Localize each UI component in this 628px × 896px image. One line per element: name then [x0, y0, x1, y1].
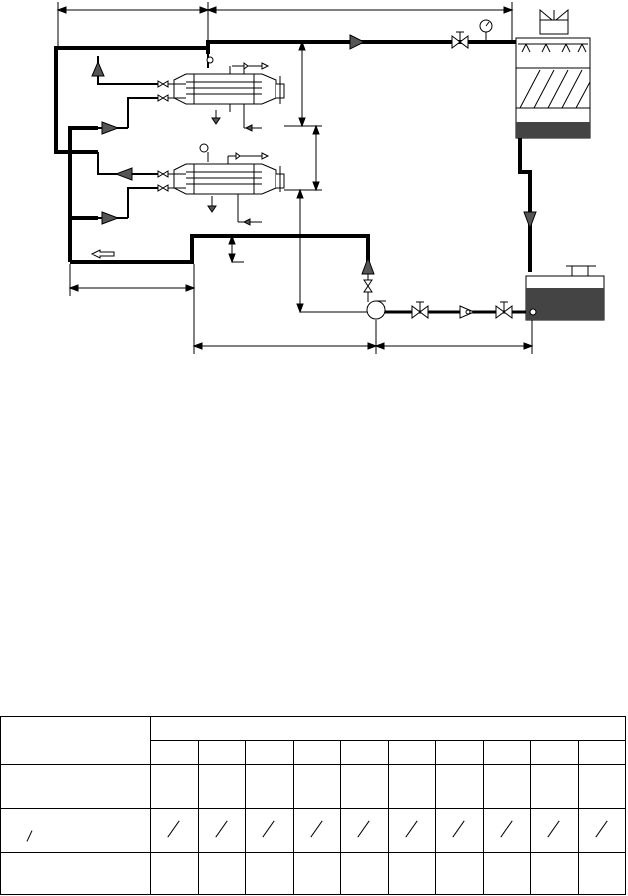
slash-mark: [357, 821, 371, 837]
pump-icon: [366, 300, 386, 320]
exchanger-dimension-lines: [228, 40, 368, 314]
cooling-water-system-diagram: [54, 2, 605, 354]
table-cell: [340, 852, 389, 895]
table-cell: [150, 852, 199, 895]
bottom-left-dimension: [68, 264, 196, 296]
slash-mark: [167, 821, 181, 837]
table-cell: [245, 740, 294, 765]
table-cell: [387, 852, 436, 895]
table-header-row: [0, 716, 626, 765]
table-cell: [197, 740, 246, 765]
left-return-pipe: [68, 126, 370, 264]
flow-arrow-pump-up: [361, 256, 375, 275]
strainer-icon: [459, 305, 476, 319]
table-cell: [197, 808, 246, 853]
table-cell: [292, 764, 341, 809]
suction-valve-2-icon: [495, 301, 513, 319]
table-cell: [292, 740, 341, 765]
heat-exchanger-upper: [173, 66, 285, 114]
table-cell: [150, 740, 199, 765]
table-cell: [530, 740, 579, 765]
table-row-header: [0, 808, 151, 853]
heat-exchanger-lower: [173, 156, 285, 204]
slash-mark: [405, 821, 419, 837]
table-row-header: [0, 764, 151, 809]
slash-mark: [452, 821, 466, 837]
table-cell: [482, 808, 531, 853]
table-row: [0, 808, 626, 853]
table-cell: [340, 764, 389, 809]
cooling-tower-spray-nozzles: [518, 43, 588, 53]
table-cell: [577, 808, 626, 853]
table-cell: [292, 852, 341, 895]
table-cell: [340, 740, 389, 765]
table-cell: [435, 852, 484, 895]
table-cell: [197, 852, 246, 895]
water-tank: [525, 265, 605, 321]
cooling-tower-fan-icon: [539, 8, 569, 35]
table-cell: [435, 740, 484, 765]
slash-mark: [547, 821, 561, 837]
flow-arrow-lower-left: [114, 167, 133, 181]
lower-valves: [157, 143, 270, 226]
table-row: [0, 764, 626, 809]
table-cell: [340, 808, 389, 853]
flow-arrow-lower-right: [101, 211, 120, 225]
table-cell: [482, 852, 531, 895]
table-cell: [577, 740, 626, 765]
slash-mark: [310, 821, 324, 837]
upper-valves: [157, 56, 270, 132]
tower-drain-pipe: [518, 138, 537, 272]
slash-mark: [500, 821, 514, 837]
table-cell: [292, 808, 341, 853]
pressure-gauge-icon: [479, 19, 493, 42]
table-cell: [530, 808, 579, 853]
flow-arrow-upper-up: [91, 60, 105, 77]
return-flow-arrow: [90, 249, 115, 259]
table-cell: [387, 740, 436, 765]
table-cell: [530, 764, 579, 809]
table-cell: [245, 852, 294, 895]
table-cell: [577, 852, 626, 895]
table-cell: [245, 808, 294, 853]
table-cell: [577, 764, 626, 809]
table-corner-cell: [0, 716, 151, 765]
pump-check-valve-icon: [363, 274, 373, 302]
cooling-tower-fill-hatching: [516, 67, 591, 109]
top-dimension-line: [56, 2, 514, 48]
slash-mark: [595, 821, 609, 837]
lower-branch-pipes: [97, 152, 158, 219]
slash-mark: [215, 821, 229, 837]
slash-mark: [26, 830, 33, 842]
table-row-header: [0, 852, 151, 895]
flow-arrow-upper-right: [101, 121, 120, 135]
table-cell: [150, 764, 199, 809]
table-cell: [150, 808, 199, 853]
table-cell: [197, 764, 246, 809]
table-cell: [435, 808, 484, 853]
table-cell: [530, 852, 579, 895]
table-cell: [482, 764, 531, 809]
spec-table: [0, 716, 626, 895]
table-cell: [387, 808, 436, 853]
table-group-header: [150, 716, 626, 741]
top-supply-pipe: [206, 34, 516, 54]
table-cell: [435, 764, 484, 809]
table-cell: [482, 740, 531, 765]
cooling-tower: [515, 8, 591, 139]
gate-valve-icon: [451, 31, 469, 49]
table-cell: [245, 764, 294, 809]
table-row: [0, 852, 626, 895]
bottom-dimension-line: [192, 290, 534, 354]
slash-mark: [262, 821, 276, 837]
left-supply-pipe: [54, 46, 208, 154]
table-subheader-row: [1, 740, 626, 765]
suction-gate-valve-icon: [411, 301, 429, 319]
table-cell: [387, 764, 436, 809]
